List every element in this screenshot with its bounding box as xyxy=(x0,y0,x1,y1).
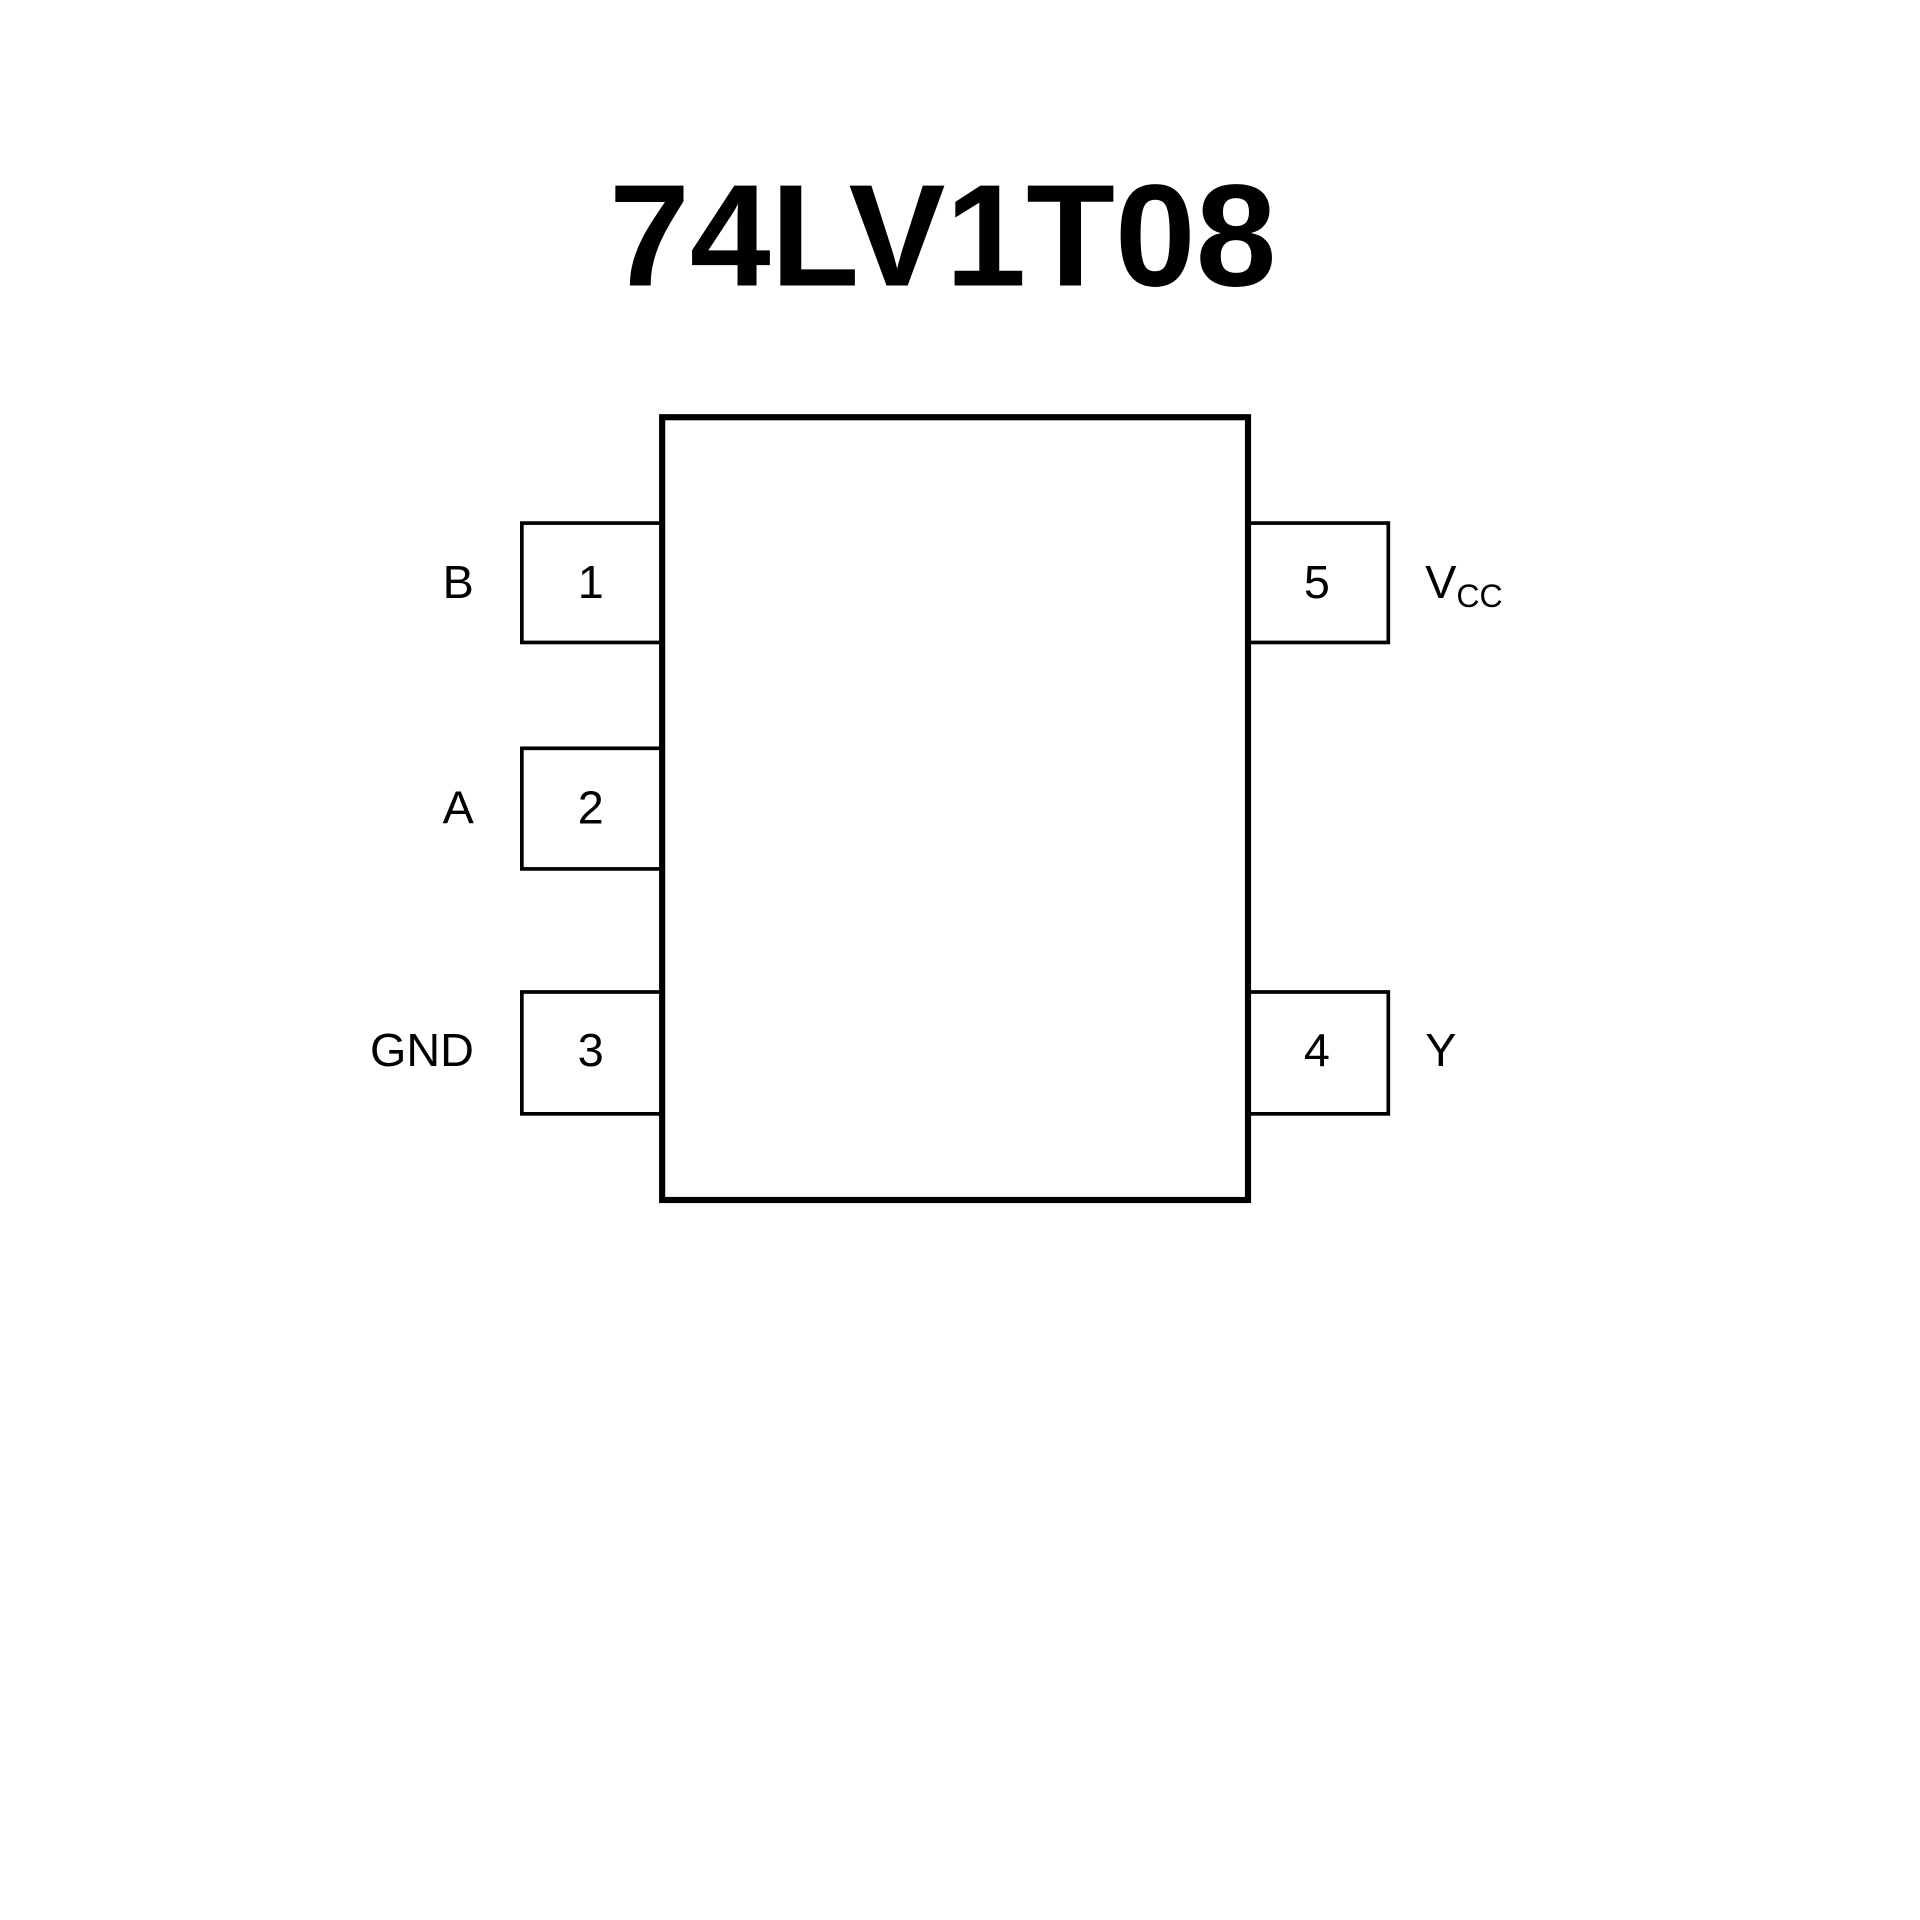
pin-1-name: B xyxy=(443,556,474,608)
pin-5-number: 5 xyxy=(1304,556,1330,608)
chip-title: 74LV1T08 xyxy=(609,155,1276,317)
pin-5-name-main: V xyxy=(1425,556,1456,608)
pin-4-number: 4 xyxy=(1304,1024,1330,1076)
pin-4-box xyxy=(1246,990,1391,1116)
pin-4-name: Y xyxy=(1425,1024,1456,1076)
pin-3-box xyxy=(520,990,664,1116)
pin-5-box xyxy=(1246,521,1391,645)
pin-2-name: A xyxy=(443,781,475,833)
pin-5-name-subscript: CC xyxy=(1456,578,1502,614)
pin-3-number: 3 xyxy=(578,1024,604,1076)
pin-1-box xyxy=(520,521,664,645)
chip-body xyxy=(659,414,1252,1204)
pin-2-box xyxy=(520,746,664,871)
pin-2-number: 2 xyxy=(578,781,604,833)
pin-1-number: 1 xyxy=(578,556,604,608)
pin-5-name: VCC xyxy=(1425,556,1502,614)
pin-3-name: GND xyxy=(370,1024,474,1076)
